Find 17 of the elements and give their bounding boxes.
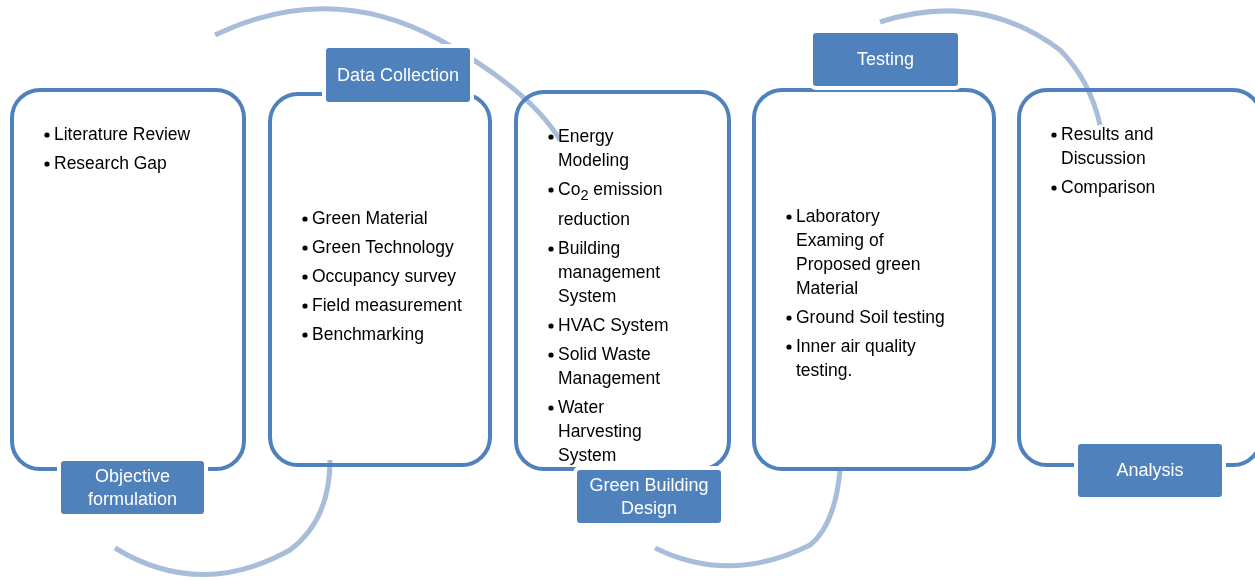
bullet-text: Benchmarking <box>312 324 424 344</box>
bullet-text: Co$_{2}$ emission reduction <box>558 179 663 229</box>
bullet-text: Literature Review <box>54 124 191 144</box>
bullet-text: Occupancy survey <box>312 266 456 286</box>
bullet-text: Comparison <box>1061 177 1156 197</box>
bullet-text: Research Gap <box>54 153 167 173</box>
bullet-text: Results and Discussion <box>1061 124 1154 168</box>
bullet-text: Inner air quality testing. <box>796 336 916 380</box>
bullet-text: Solid Waste Management <box>558 343 661 388</box>
bullet-text: Laboratory Examing of Proposed green Material <box>796 206 921 298</box>
bullet-text: Green Technology <box>312 237 454 257</box>
bullet-text: HVAC System <box>558 314 669 335</box>
bullet-text: Field measurement <box>312 295 462 315</box>
bullet-text: Water Harvesting System <box>558 396 642 465</box>
bullet-text: Ground Soil testing <box>796 307 945 327</box>
bullet-text: Building management System <box>558 237 661 306</box>
bullet-text: Green Material <box>312 208 428 228</box>
